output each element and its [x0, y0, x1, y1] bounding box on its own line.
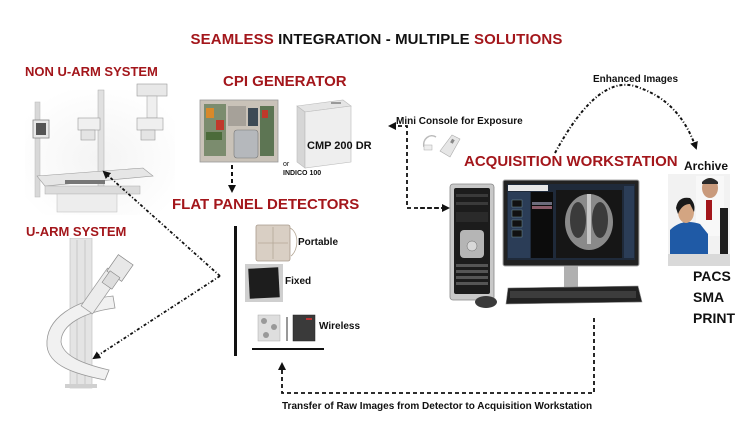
fixed-detector-image	[245, 264, 283, 302]
archive-output-sma: SMA	[693, 289, 725, 305]
portable-detector-image	[255, 224, 298, 262]
cpi-generator-or: or	[283, 161, 290, 168]
acquisition-workstation-label: ACQUISITION WORKSTATION	[464, 153, 678, 170]
mini-console-label: Mini Console for Exposure	[396, 116, 523, 127]
wireless-detector-image	[257, 314, 316, 342]
u-arm-system-image	[46, 238, 134, 389]
cpi-generator-model: CMP 200 DR	[307, 140, 372, 152]
non-u-arm-label: NON U-ARM SYSTEM	[25, 64, 158, 79]
title-part-seamless: SEAMLESS	[190, 31, 274, 48]
archive-output-print: PRINT	[693, 310, 735, 326]
detectors-bracket-vertical	[234, 226, 237, 356]
acquisition-workstation-image	[449, 179, 643, 308]
cpi-generator-label: CPI GENERATOR	[223, 73, 347, 90]
flat-panel-detectors-label: FLAT PANEL DETECTORS	[172, 196, 360, 213]
title-part-solutions: SOLUTIONS	[474, 31, 563, 48]
edge-enhanced-images	[554, 83, 698, 154]
raw-transfer-label: Transfer of Raw Images from Detector to …	[282, 401, 593, 412]
cpi-generator-alt-model: INDICO 100	[283, 170, 322, 177]
mini-console-image	[422, 134, 461, 158]
non-u-arm-system-image	[25, 83, 175, 215]
cpi-generator-cabinet-image	[296, 99, 352, 169]
cpi-generator-internal-image	[199, 99, 279, 163]
title-part-integration: INTEGRATION - MULTIPLE	[273, 31, 475, 48]
detectors-bracket-horizontal	[252, 348, 324, 350]
enhanced-images-label: Enhanced Images	[593, 74, 679, 85]
detector-type-wireless: Wireless	[319, 321, 361, 332]
archive-label: Archive	[684, 159, 729, 173]
archive-output-pacs: PACS	[693, 268, 731, 284]
u-arm-label: U-ARM SYSTEM	[26, 224, 127, 239]
archive-clinicians-image	[668, 174, 730, 266]
detector-type-portable: Portable	[298, 237, 339, 248]
detector-type-fixed: Fixed	[285, 276, 312, 287]
diagram-title: SEAMLESS INTEGRATION - MULTIPLE SOLUTION…	[0, 31, 753, 48]
